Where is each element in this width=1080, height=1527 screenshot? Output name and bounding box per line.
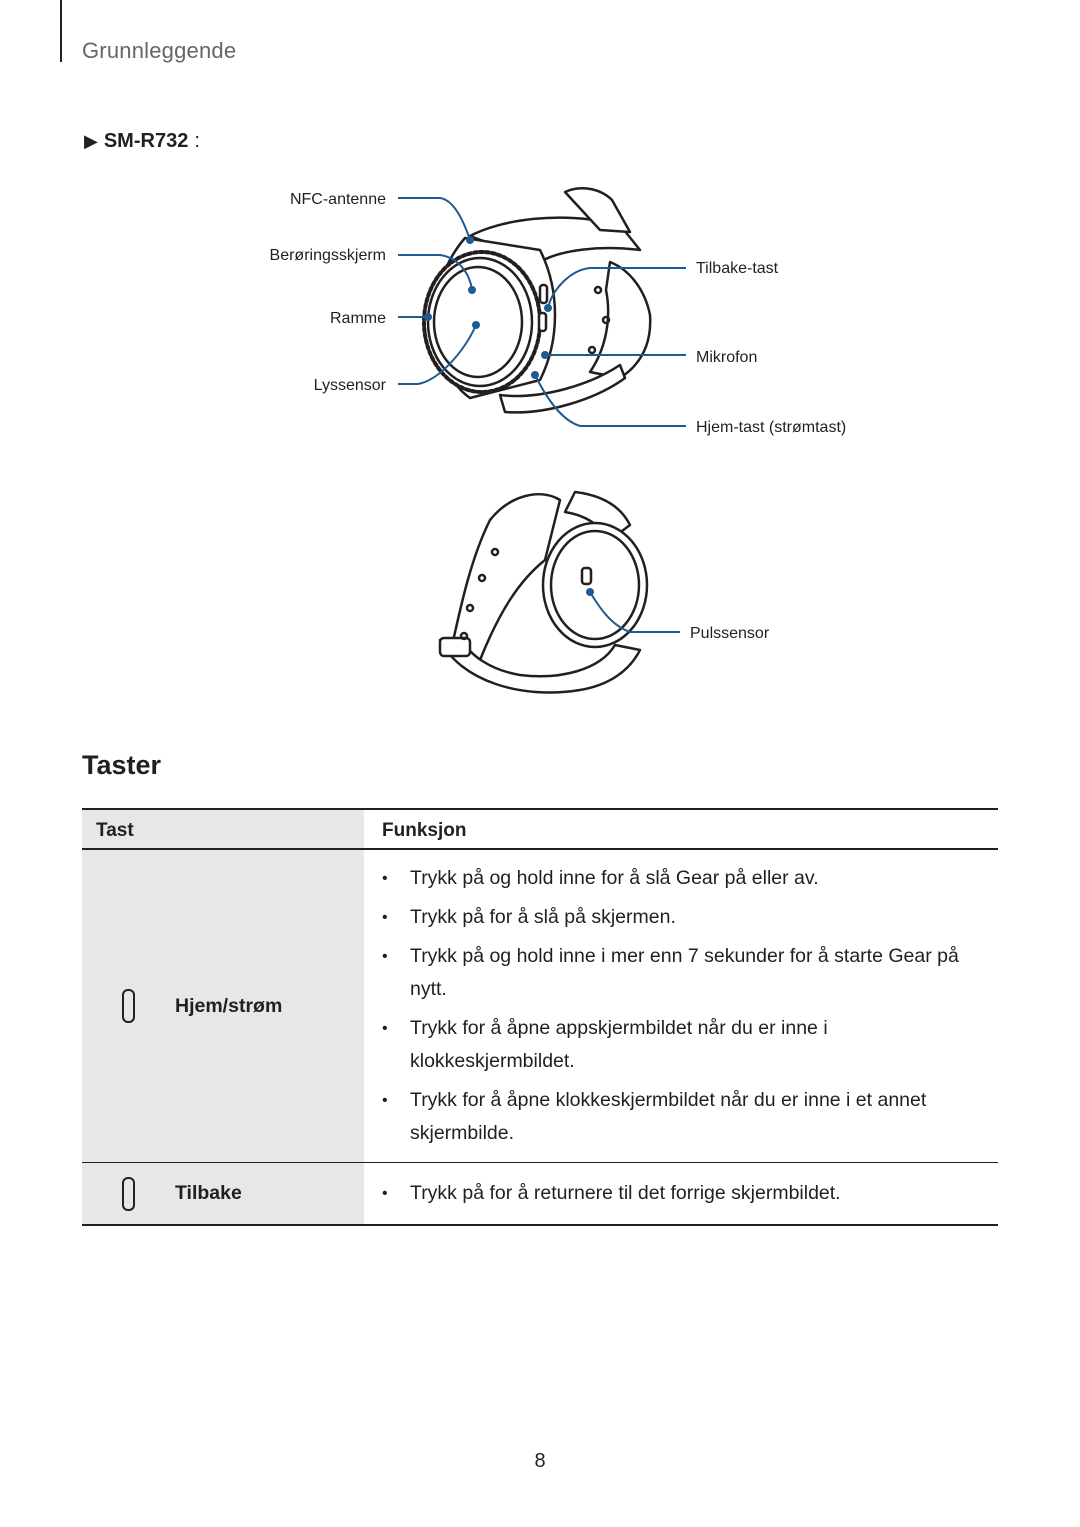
arrow-right-icon: ▶ xyxy=(84,131,98,151)
key-name-back: Tilbake xyxy=(175,1182,242,1204)
callout-lines-right xyxy=(534,267,686,427)
callout-touchscreen: Berøringsskjerm xyxy=(270,247,386,264)
callout-light-sensor: Lyssensor xyxy=(314,377,387,394)
callout-lines-left xyxy=(398,197,477,385)
model-colon: : xyxy=(194,130,200,152)
callout-dots-right xyxy=(531,304,552,379)
header-function: Funksjon xyxy=(364,808,998,850)
watch-front-illustration xyxy=(422,187,652,414)
callout-back-key: Tilbake-tast xyxy=(696,260,779,277)
watch-back-illustration xyxy=(438,490,649,694)
list-item: Trykk på og hold inne i mer enn 7 sekund… xyxy=(382,940,984,1006)
header-key: Tast xyxy=(82,808,364,850)
model-label: ▶ SM-R732: xyxy=(84,130,200,153)
callout-pulse-sensor: Pulssensor xyxy=(690,625,770,642)
margin-rule xyxy=(60,0,62,62)
list-item: Trykk på for å slå på skjermen. xyxy=(382,901,984,934)
callout-dot-back xyxy=(586,588,594,596)
function-cell-home: Trykk på og hold inne for å slå Gear på … xyxy=(364,849,998,1163)
key-cell-home: Hjem/strøm xyxy=(82,849,364,1163)
callout-home-key: Hjem-tast (strømtast) xyxy=(696,419,846,436)
watch-diagram: NFC-antenne Berøringsskjerm Ramme Lyssen… xyxy=(270,187,846,694)
list-item: Trykk på og hold inne for å slå Gear på … xyxy=(382,862,984,895)
callout-microphone: Mikrofon xyxy=(696,349,757,366)
list-item: Trykk for å åpne appskjermbildet når du … xyxy=(382,1012,984,1078)
callout-nfc-antenna: NFC-antenne xyxy=(290,191,386,208)
key-cell-back: Tilbake xyxy=(82,1162,364,1226)
list-item: Trykk på for å returnere til det forrige… xyxy=(382,1177,984,1210)
model-name: SM-R732 xyxy=(103,130,189,152)
table-row: Hjem/strøm Trykk på og hold inne for å s… xyxy=(82,849,998,1163)
home-key-icon xyxy=(122,989,135,1023)
back-key-icon xyxy=(122,1176,135,1211)
table-row: Tilbake Trykk på for å returnere til det… xyxy=(82,1162,998,1226)
keys-table: Tast Funksjon Hjem/strøm Trykk på og hol… xyxy=(82,808,998,1226)
keys-heading: Taster xyxy=(82,750,162,780)
callout-line-back xyxy=(589,591,680,633)
callout-dots-left xyxy=(424,236,480,329)
callout-bezel: Ramme xyxy=(330,310,386,327)
list-item: Trykk for å åpne klokkeskjermbildet når … xyxy=(382,1084,984,1150)
page-number: 8 xyxy=(534,1450,546,1472)
table-header-row: Tast Funksjon xyxy=(82,808,998,850)
key-name-home: Hjem/strøm xyxy=(175,994,283,1017)
section-title: Grunnleggende xyxy=(82,38,237,63)
function-cell-back: Trykk på for å returnere til det forrige… xyxy=(364,1162,998,1226)
